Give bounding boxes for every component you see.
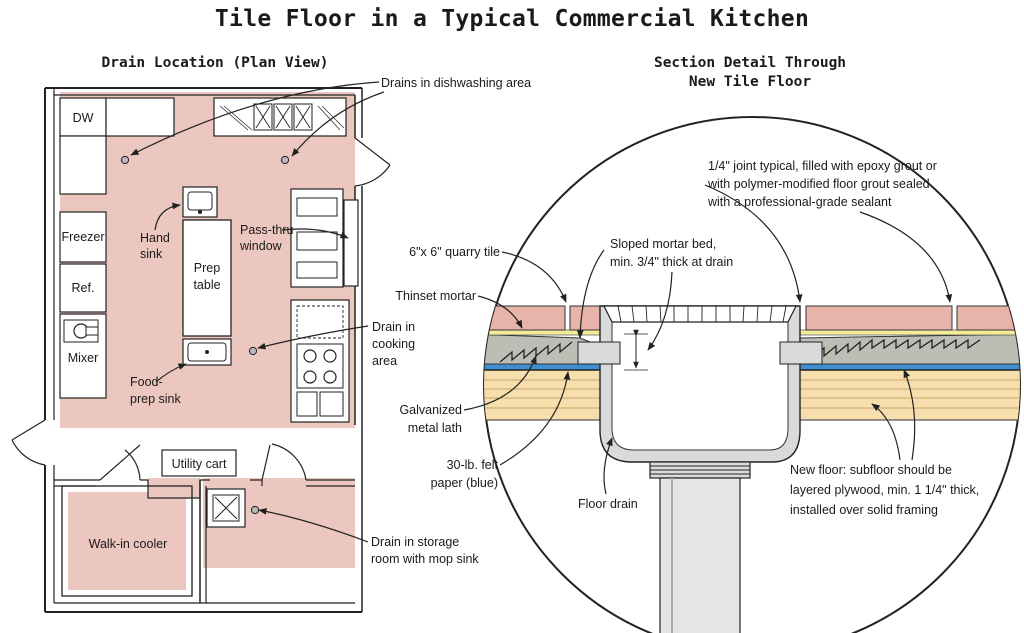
east-door	[354, 137, 391, 187]
food-prep-callout-2: prep sink	[130, 392, 181, 406]
felt-callout-1: 30-lb. felt	[447, 458, 499, 472]
cooking-callout-1: Drain in	[372, 320, 415, 334]
prep-table	[182, 219, 232, 337]
pass-thru-callout-2: window	[239, 239, 283, 253]
felt-callout-2: paper (blue)	[431, 476, 498, 490]
mortar-bed-right	[789, 333, 1020, 365]
figure-title: Tile Floor in a Typical Commercial Kitch…	[214, 6, 810, 32]
metal-lath-right	[799, 338, 981, 361]
floor-drain-callout: Floor drain	[578, 497, 638, 511]
ref-label: Ref.	[72, 281, 95, 295]
section-heading-line-1: Section Detail Through	[653, 55, 847, 71]
mortar-bed-callout-1: Sloped mortar bed,	[610, 237, 716, 251]
section-detail: 1/4" joint typical, filled with epoxy gr…	[395, 116, 1021, 633]
storage-callout-1: Drain in storage	[371, 535, 459, 549]
utility-cart-label: Utility cart	[172, 457, 227, 471]
dish-table	[59, 135, 107, 195]
storage-door-swing	[261, 443, 307, 481]
lath-callout-1: Galvanized	[399, 403, 462, 417]
cooking-drain	[248, 346, 258, 356]
freezer-label: Freezer	[61, 230, 104, 244]
dish-drains-callout: Drains in dishwashing area	[381, 76, 531, 90]
drain-pipe	[659, 477, 741, 633]
triple-sink-icon	[219, 103, 345, 131]
pass-thru-window	[343, 199, 359, 287]
fryer-1	[296, 391, 318, 417]
utility-cart	[161, 449, 237, 477]
walk-in-cooler-floor	[68, 492, 186, 590]
hand-sink-callout-2: sink	[140, 247, 163, 261]
joint-callout-3: with a professional-grade sealant	[707, 195, 892, 209]
pass-thru-callout-1: Pass-thru	[240, 223, 294, 237]
cooking-callout-2: cooking	[372, 337, 415, 351]
hand-sink-callout-1: Hand	[140, 231, 170, 245]
drain-grate	[603, 305, 797, 323]
west-door	[11, 419, 46, 466]
joint-callout-2: with polymer-modified floor grout sealed	[707, 177, 930, 191]
mortar-bed-callout-2: min. 3/4" thick at drain	[610, 255, 733, 269]
metal-lath-left	[499, 341, 573, 363]
storage-callout-2: room with mop sink	[371, 552, 479, 566]
subfloor-callout-2: layered plywood, min. 1 1/4" thick,	[790, 483, 979, 497]
prep-table-label-1: Prep	[194, 261, 220, 275]
refrigerator	[59, 263, 107, 313]
griddle	[296, 305, 344, 339]
plan-view-heading: Drain Location (Plan View)	[101, 55, 329, 71]
quarry-tile	[484, 305, 566, 331]
mixer-label: Mixer	[68, 351, 99, 365]
joint-callout-1: 1/4" joint typical, filled with epoxy gr…	[708, 159, 937, 173]
thinset-right	[794, 329, 1020, 336]
walk-in-cooler-label: Walk-in cooler	[89, 537, 168, 551]
thinset-callout: Thinset mortar	[395, 289, 476, 303]
subfloor-callout-1: New floor: subfloor should be	[790, 463, 952, 477]
cooler-door-swing	[99, 444, 141, 481]
freezer	[59, 211, 107, 263]
food-prep-callout-1: Food-	[130, 375, 163, 389]
lath-callout-2: metal lath	[408, 421, 462, 435]
walk-in-cooler	[61, 485, 193, 597]
dish-drain-1	[120, 155, 130, 165]
section-heading-line-2: New Tile Floor	[688, 74, 812, 90]
storage-drain	[250, 505, 260, 515]
dish-drain-2	[280, 155, 290, 165]
dw-label: DW	[73, 111, 94, 125]
subfloor-callout-3: installed over solid framing	[790, 503, 938, 517]
section-heading: Section Detail Through New Tile Floor	[600, 54, 900, 92]
plan-view: Walk-in cooler DW Freezer Ref. Mixer	[11, 76, 531, 613]
cooking-callout-3: area	[372, 354, 397, 368]
range-burners	[296, 343, 344, 389]
quarry-tile-callout: 6"x 6" quarry tile	[409, 245, 500, 259]
dish-counter	[105, 97, 175, 137]
fryer-2	[319, 391, 344, 417]
prep-table-label-2: table	[193, 278, 220, 292]
